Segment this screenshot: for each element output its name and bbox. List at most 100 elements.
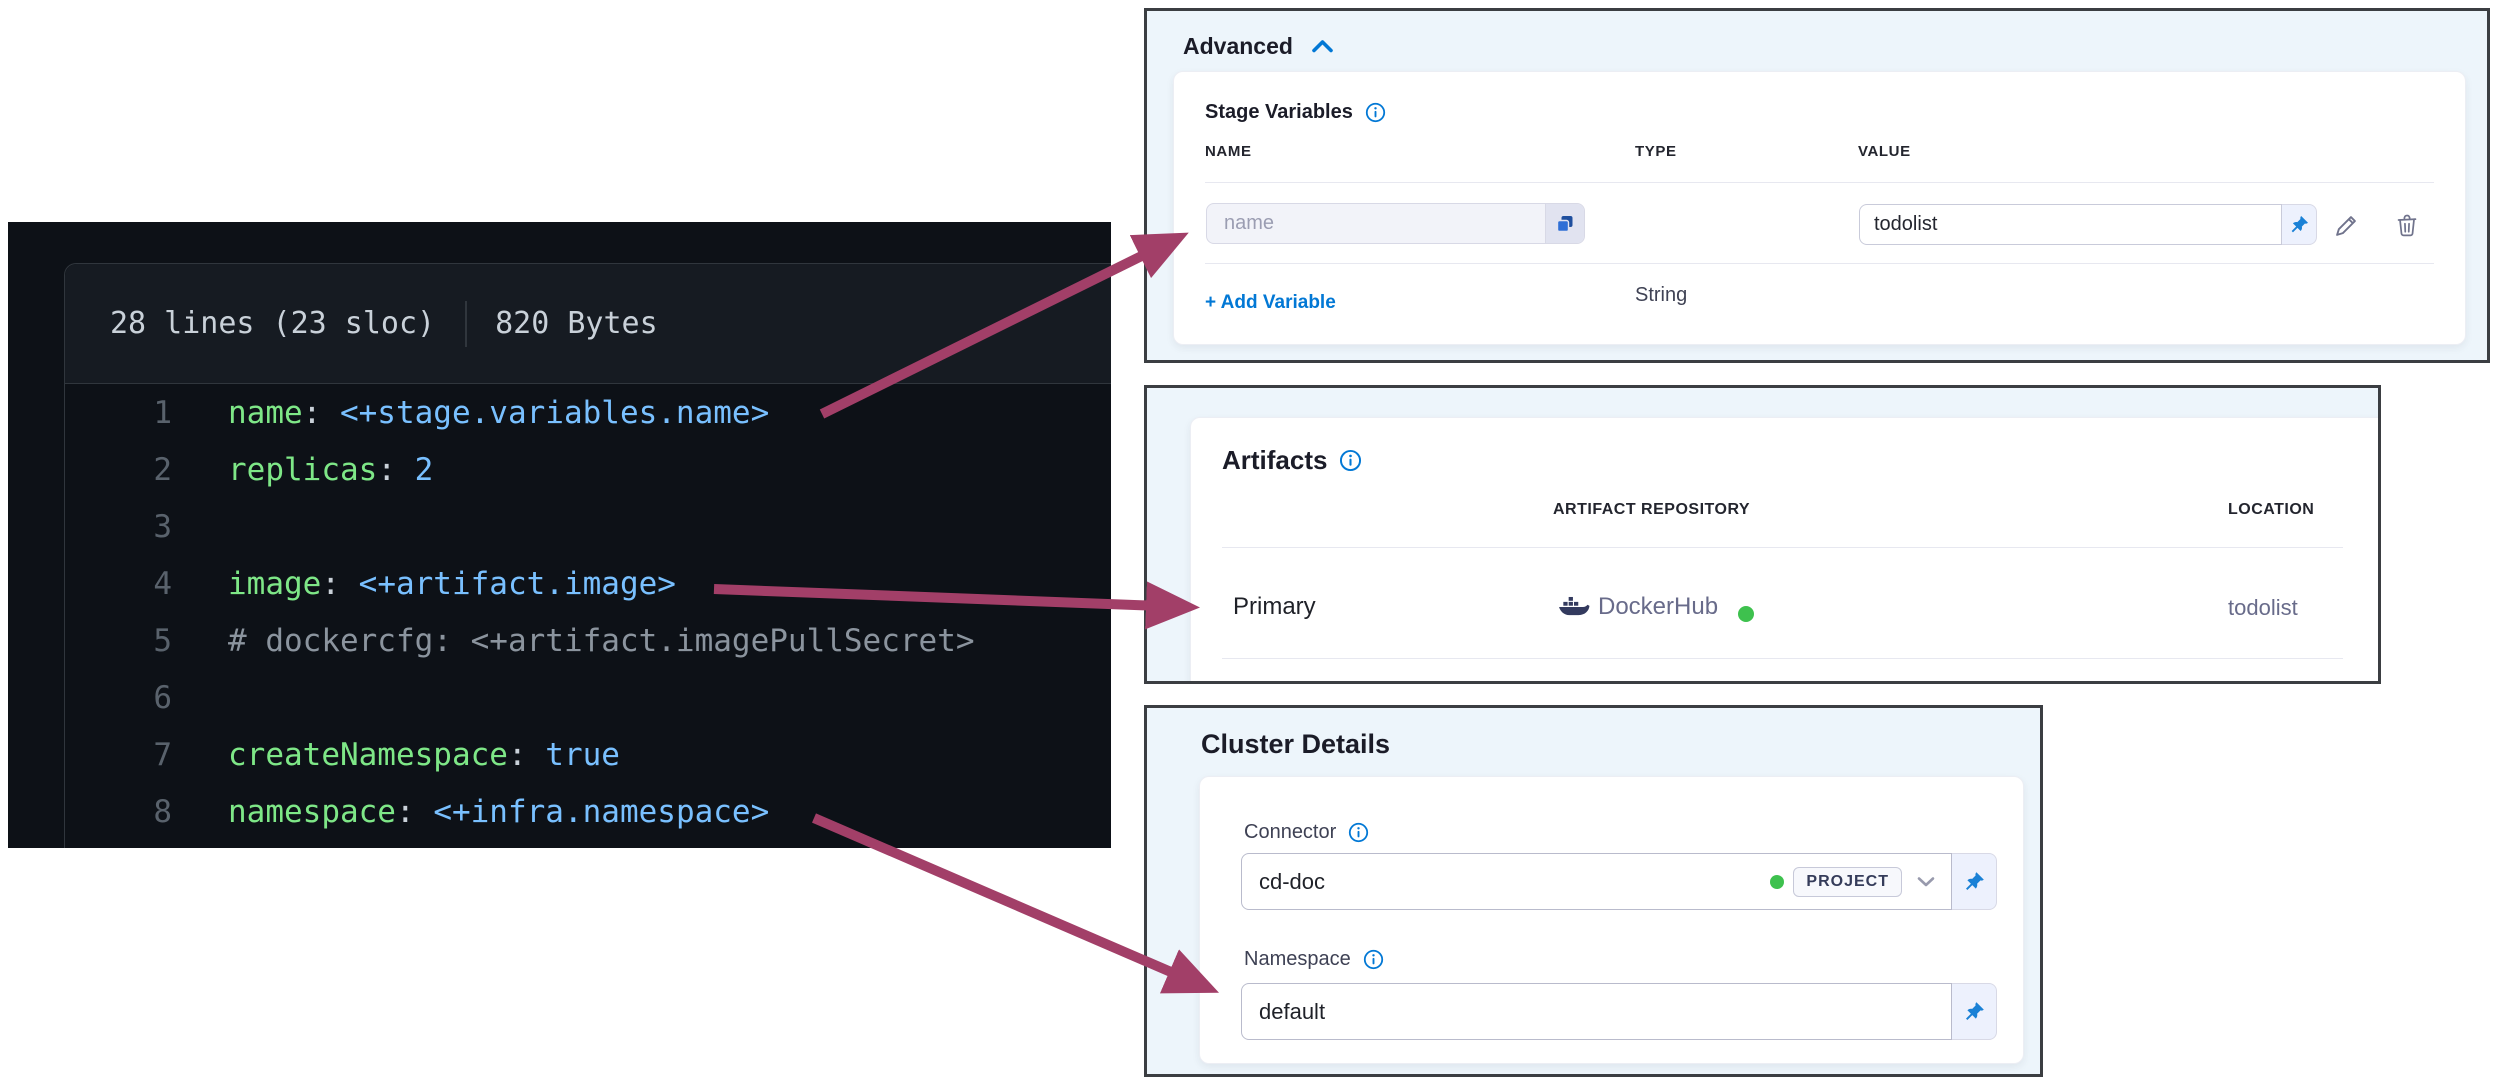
yaml-sep: : bbox=[377, 451, 415, 488]
pin-icon[interactable] bbox=[1952, 853, 1997, 910]
copy-button[interactable] bbox=[1545, 204, 1584, 243]
variable-type-value: String bbox=[1635, 284, 1688, 306]
column-header-name: NAME bbox=[1205, 143, 1252, 160]
connection-status-dot bbox=[1738, 606, 1754, 622]
yaml-key: createNamespace bbox=[228, 736, 508, 773]
yaml-value: <+stage.variables.name> bbox=[339, 394, 770, 431]
code-text: namespace: <+infra.namespace> bbox=[228, 794, 769, 830]
artifact-location-value: todolist bbox=[2228, 595, 2298, 620]
variable-value-input-wrap bbox=[1859, 204, 2282, 245]
code-line-7: 7 createNamespace: true bbox=[65, 726, 1111, 783]
scope-badge: PROJECT bbox=[1793, 866, 1902, 897]
connector-label: Connector bbox=[1244, 821, 1337, 843]
advanced-title: Advanced bbox=[1183, 32, 1293, 59]
connector-label-row: Connector bbox=[1244, 821, 1369, 844]
yaml-value: <+infra.namespace> bbox=[433, 793, 770, 830]
docker-whale-icon bbox=[1558, 595, 1590, 624]
yaml-value: <+artifact.image> bbox=[358, 565, 676, 602]
stage-variables-card: Stage Variables NAME TYPE VALUE String bbox=[1173, 71, 2466, 345]
yaml-comment: # dockercfg: <+artifact.imagePullSecret> bbox=[228, 622, 975, 659]
code-line-9: 9 bbox=[65, 840, 1111, 848]
line-number: 5 bbox=[153, 622, 172, 659]
code-text: replicas: 2 bbox=[228, 452, 433, 488]
line-number: 6 bbox=[153, 679, 172, 716]
code-line-5: 5 # dockercfg: <+artifact.imagePullSecre… bbox=[65, 612, 1111, 669]
column-header-location: LOCATION bbox=[2228, 501, 2315, 518]
artifact-row-label: Primary bbox=[1233, 593, 1316, 620]
table-divider bbox=[1222, 658, 2343, 659]
cluster-details-panel: Cluster Details Connector PROJECT bbox=[1144, 705, 2043, 1077]
variable-value-field bbox=[1859, 204, 2317, 245]
code-lines-info: 28 lines (23 sloc) bbox=[110, 306, 436, 341]
code-text: image: <+artifact.image> bbox=[228, 566, 676, 602]
pin-icon[interactable] bbox=[2282, 204, 2317, 245]
code-size-info: 820 Bytes bbox=[495, 306, 658, 341]
line-number: 2 bbox=[153, 451, 172, 488]
namespace-input[interactable] bbox=[1242, 997, 1951, 1026]
advanced-section-header[interactable]: Advanced bbox=[1183, 31, 1334, 61]
stage-variables-heading: Stage Variables bbox=[1205, 101, 1386, 124]
code-line-3: 3 bbox=[65, 498, 1111, 555]
variable-name-field bbox=[1206, 203, 1585, 244]
namespace-label: Namespace bbox=[1244, 948, 1351, 970]
variable-value-input[interactable] bbox=[1860, 212, 2281, 237]
pin-icon[interactable] bbox=[1952, 983, 1997, 1040]
code-area: 1 name: <+stage.variables.name> 2 replic… bbox=[65, 384, 1111, 848]
info-icon[interactable] bbox=[1363, 949, 1384, 970]
line-number: 8 bbox=[153, 793, 172, 830]
code-line-1: 1 name: <+stage.variables.name> bbox=[65, 384, 1111, 441]
cluster-details-card: Connector PROJECT Na bbox=[1199, 776, 2024, 1064]
code-file-header: 28 lines (23 sloc) 820 Bytes bbox=[65, 264, 1111, 384]
connector-input[interactable] bbox=[1242, 867, 1771, 896]
yaml-value: 2 bbox=[414, 451, 434, 488]
chevron-up-icon[interactable] bbox=[1311, 39, 1334, 53]
artifacts-panel: Artifacts ARTIFACT REPOSITORY LOCATION P… bbox=[1144, 385, 2381, 684]
code-line-4: 4 image: <+artifact.image> bbox=[65, 555, 1111, 612]
code-text: name: <+stage.variables.name> bbox=[228, 395, 769, 431]
artifacts-title: Artifacts bbox=[1222, 445, 1328, 475]
code-text: createNamespace: true bbox=[228, 737, 620, 773]
yaml-key: replicas bbox=[228, 451, 378, 488]
variable-name-input[interactable] bbox=[1207, 204, 1545, 243]
yaml-sep: : bbox=[302, 394, 340, 431]
info-icon[interactable] bbox=[1339, 449, 1362, 472]
column-header-value: VALUE bbox=[1858, 143, 1911, 160]
advanced-panel: Advanced Stage Variables NAME TYPE VALUE bbox=[1144, 8, 2490, 363]
yaml-sep: : bbox=[507, 736, 546, 773]
yaml-key: name bbox=[228, 394, 303, 431]
code-viewer-panel: 28 lines (23 sloc) 820 Bytes 1 name: <+s… bbox=[8, 222, 1111, 848]
code-line-8: 8 namespace: <+infra.namespace> bbox=[65, 783, 1111, 840]
edit-icon[interactable] bbox=[2331, 209, 2363, 241]
header-divider bbox=[465, 300, 468, 347]
add-variable-button[interactable]: + Add Variable bbox=[1205, 292, 1336, 313]
yaml-sep: : bbox=[395, 793, 434, 830]
namespace-label-row: Namespace bbox=[1244, 948, 1384, 971]
connector-field: PROJECT bbox=[1241, 853, 1997, 910]
line-number: 3 bbox=[153, 508, 172, 545]
table-divider bbox=[1205, 263, 2434, 264]
namespace-input-wrap bbox=[1241, 983, 1952, 1040]
artifacts-card: Artifacts ARTIFACT REPOSITORY LOCATION P… bbox=[1190, 417, 2378, 681]
column-header-artifact-repository: ARTIFACT REPOSITORY bbox=[1553, 501, 1751, 518]
code-line-6: 6 bbox=[65, 669, 1111, 726]
line-number: 7 bbox=[153, 736, 172, 773]
stage-variables-label: Stage Variables bbox=[1205, 101, 1353, 123]
yaml-sep: : bbox=[321, 565, 359, 602]
chevron-down-icon[interactable] bbox=[1917, 876, 1935, 887]
namespace-field bbox=[1241, 983, 1997, 1040]
connector-input-wrap: PROJECT bbox=[1241, 853, 1952, 910]
yaml-value: true bbox=[545, 736, 620, 773]
connector-status-dot bbox=[1770, 874, 1785, 889]
code-file-box: 28 lines (23 sloc) 820 Bytes 1 name: <+s… bbox=[64, 263, 1111, 848]
code-line-2: 2 replicas: 2 bbox=[65, 441, 1111, 498]
yaml-key: image bbox=[228, 565, 322, 602]
info-icon[interactable] bbox=[1365, 102, 1386, 123]
artifact-repository-value[interactable]: DockerHub bbox=[1598, 593, 1719, 620]
info-icon[interactable] bbox=[1348, 822, 1369, 843]
column-header-type: TYPE bbox=[1635, 143, 1677, 160]
table-divider bbox=[1205, 182, 2434, 183]
code-text: # dockercfg: <+artifact.imagePullSecret> bbox=[228, 623, 975, 659]
table-divider bbox=[1222, 547, 2343, 548]
delete-icon[interactable] bbox=[2391, 209, 2423, 241]
